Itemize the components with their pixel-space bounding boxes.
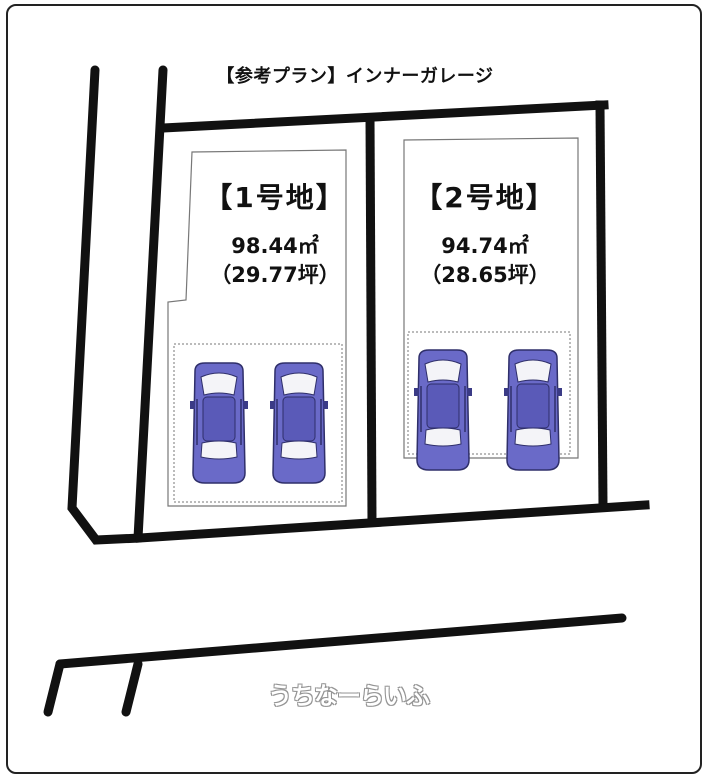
road-boundary-left [67, 65, 168, 545]
building-outlines [167, 137, 579, 507]
image-frame [6, 4, 702, 774]
lot-boundaries [135, 100, 650, 543]
lot2-area-sqm: 94.74㎡ [441, 234, 529, 258]
lot1-label: 【1号地】 [204, 181, 346, 214]
car-lot1-right [269, 362, 329, 484]
parking-areas [173, 331, 571, 503]
car-lot1-left [189, 362, 249, 484]
lot1-area: 98.44㎡ （29.77坪） [190, 232, 360, 290]
lot2-area: 94.74㎡ （28.65坪） [400, 232, 570, 290]
watermark-logo: うちなーらいふ [268, 682, 430, 710]
lot1-area-sqm: 98.44㎡ [231, 234, 319, 258]
car-lot2-left [413, 349, 473, 471]
lot1-area-tsubo: （29.77坪） [210, 263, 340, 287]
lot2-area-tsubo: （28.65坪） [420, 263, 550, 287]
plan-title: 【参考プラン】インナーガレージ [216, 66, 494, 87]
car-lot2-right [503, 349, 563, 471]
road-boundary-bottom [43, 613, 627, 717]
lot2-label: 【2号地】 [414, 181, 556, 214]
